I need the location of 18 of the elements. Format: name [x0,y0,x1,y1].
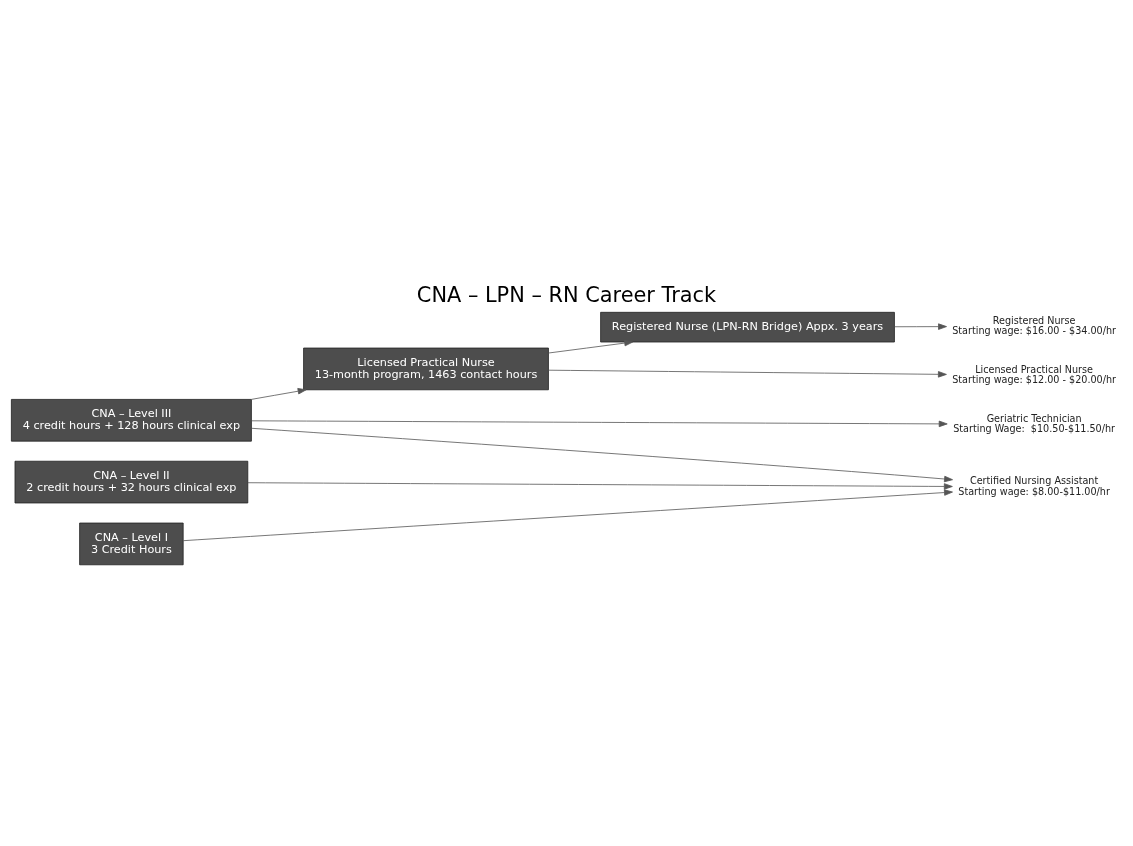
arrow [247,481,953,490]
node-box: CNA – Level II 2 credit hours + 32 hours clinical exp [14,460,249,503]
arrow [251,419,948,427]
arrow [251,427,953,482]
node-text: Licensed Practical Nurse Starting wage: $12.00 - $20.00/hr [952,363,1117,385]
arrow [548,339,634,353]
node-box: Licensed Practical Nurse 13-month program, 1463 contact hours [303,347,549,390]
node-box: Registered Nurse (LPN-RN Bridge) Appx. 3 years [600,311,895,342]
arrow [548,369,947,378]
node-box: CNA – Level III 4 credit hours + 128 hours clinical exp [11,398,252,442]
node-text: Registered Nurse Starting wage: $16.00 - $34.00/hr [952,314,1117,336]
node-text: Geriatric Technician Starting Wage: $10.50-$11.50/hr [953,412,1116,434]
node-text: Certified Nursing Assistant Starting wage: $8.00-$11.00/hr [958,474,1110,497]
arrow [251,387,307,400]
arrow [182,488,953,541]
diagram-title: CNA – LPN – RN Career Track [416,282,717,307]
node-box: CNA – Level I 3 Credit Hours [79,522,184,565]
arrow [894,322,947,330]
